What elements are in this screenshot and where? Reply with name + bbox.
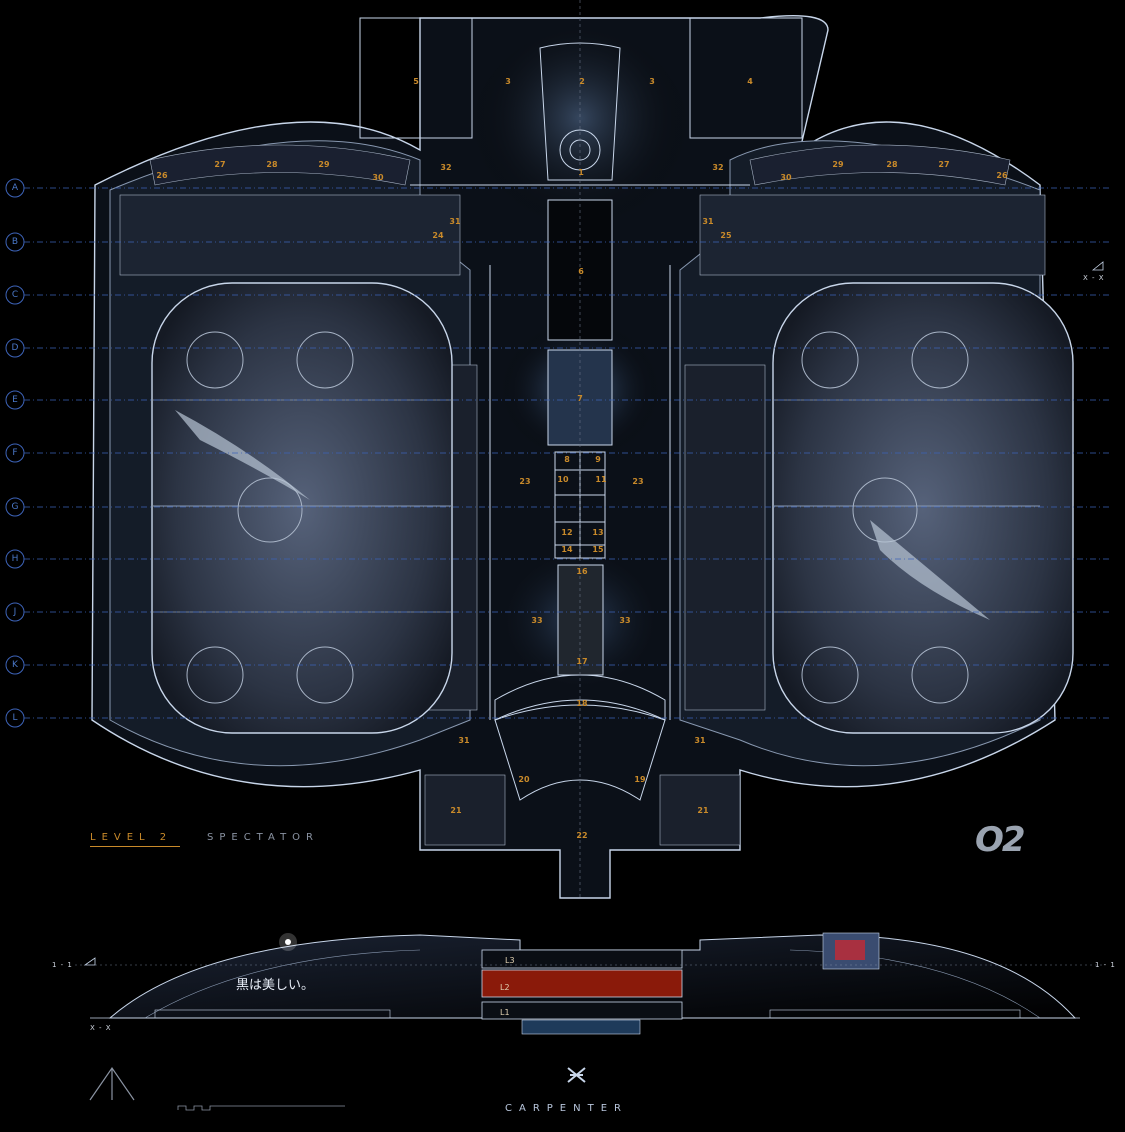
room-number: 29 — [318, 160, 330, 169]
room-number: 28 — [886, 160, 898, 169]
room-number: 21 — [450, 806, 462, 815]
grid-label-e: E — [12, 395, 18, 405]
grid-bubble-f — [5, 443, 25, 463]
room-number: 4 — [747, 77, 753, 86]
section-tag-right: 1 - 1 — [1095, 961, 1116, 969]
level-l3-label: L3 — [505, 956, 515, 965]
grid-bubble-j — [5, 602, 25, 622]
room-number: 1 — [578, 168, 584, 177]
room-number: 7 — [577, 394, 583, 403]
section-tag-left: 1 - 1 — [52, 961, 73, 969]
room-number: 14 — [561, 545, 573, 554]
room-number: 24 — [432, 231, 444, 240]
section-tag-xx-bottom: X - X — [90, 1024, 112, 1032]
room-number: 19 — [634, 775, 646, 784]
room-number: 16 — [576, 567, 588, 576]
room-number: 28 — [266, 160, 278, 169]
room-number: 26 — [156, 171, 168, 180]
room-number: 26 — [996, 171, 1008, 180]
room-number: 3 — [649, 77, 655, 86]
room-number: 13 — [592, 528, 603, 537]
room-number: 20 — [518, 775, 530, 784]
room-number: 22 — [576, 831, 587, 840]
japanese-caption: 黒は美しい。 — [236, 978, 315, 993]
room-number: 32 — [440, 163, 451, 172]
grid-bubble-c — [5, 285, 25, 305]
grid-label-l: L — [12, 713, 17, 723]
grid-bubble-l — [5, 708, 25, 728]
room-number: 23 — [632, 477, 643, 486]
view-subtitle: SPECTATOR — [207, 832, 320, 843]
section-tag-xx-top: X - X — [1083, 274, 1105, 282]
room-number: 31 — [458, 736, 470, 745]
seating-right — [684, 144, 1046, 711]
level-l2-label: L2 — [500, 983, 510, 992]
grid-label-c: C — [12, 290, 18, 300]
room-number: 32 — [712, 163, 723, 172]
room-number: 15 — [592, 545, 604, 554]
level-l1-label: L1 — [500, 1008, 510, 1017]
room-number: 30 — [372, 173, 384, 182]
section-marker-right — [1091, 261, 1104, 271]
grid-label-h: H — [12, 554, 19, 564]
room-number: 12 — [561, 528, 572, 537]
grid-bubble-d — [5, 338, 25, 358]
room-number: 18 — [576, 699, 588, 708]
seating-south — [424, 774, 741, 846]
section-elevation: L3 L2 L1 — [75, 932, 1105, 1035]
grid-label-f: F — [12, 448, 17, 458]
grid-bubble-g — [5, 497, 25, 517]
rink-right — [772, 282, 1074, 734]
room-number: 9 — [595, 455, 601, 464]
level-title: LEVEL 2 — [90, 832, 180, 847]
room-number: 31 — [702, 217, 714, 226]
room-number: 31 — [449, 217, 461, 226]
grid-label-d: D — [12, 343, 19, 353]
room-number: 5 — [413, 77, 419, 86]
grid-bubble-k — [5, 655, 25, 675]
room-number: 3 — [505, 77, 511, 86]
grid-bubble-h — [5, 549, 25, 569]
grid-bubble-a — [5, 178, 25, 198]
grid-lines: A B C D E F G H J K L — [5, 178, 1112, 728]
grid-label-j: J — [13, 607, 17, 617]
room-number: 23 — [519, 477, 530, 486]
room-number: 31 — [694, 736, 706, 745]
room-number: 30 — [780, 173, 792, 182]
grid-label-b: B — [12, 237, 18, 247]
grid-label-g: G — [12, 502, 19, 512]
room-number: 33 — [619, 616, 630, 625]
north-wing-blocks — [359, 17, 803, 186]
north-arrow — [89, 1066, 135, 1101]
room-number: 21 — [697, 806, 709, 815]
scale-bar — [177, 1105, 345, 1111]
room-number: 11 — [595, 475, 607, 484]
grid-bubble-e — [5, 390, 25, 410]
room-number: 33 — [531, 616, 542, 625]
o2-logo: O2 — [975, 820, 1026, 860]
carpenter-emblem-icon — [567, 1067, 586, 1083]
room-number: 8 — [564, 455, 570, 464]
brand-name: CARPENTER — [505, 1103, 628, 1114]
room-number: 25 — [720, 231, 732, 240]
room-number: 27 — [938, 160, 949, 169]
room-number: 6 — [578, 267, 584, 276]
grid-label-a: A — [12, 183, 19, 193]
rink-left — [151, 282, 453, 734]
grid-bubble-b — [5, 232, 25, 252]
room-number: 29 — [832, 160, 844, 169]
room-number: 17 — [576, 657, 587, 666]
grid-label-k: K — [12, 660, 19, 670]
room-number: 27 — [214, 160, 225, 169]
room-number: 10 — [557, 475, 569, 484]
room-number: 2 — [579, 77, 585, 86]
